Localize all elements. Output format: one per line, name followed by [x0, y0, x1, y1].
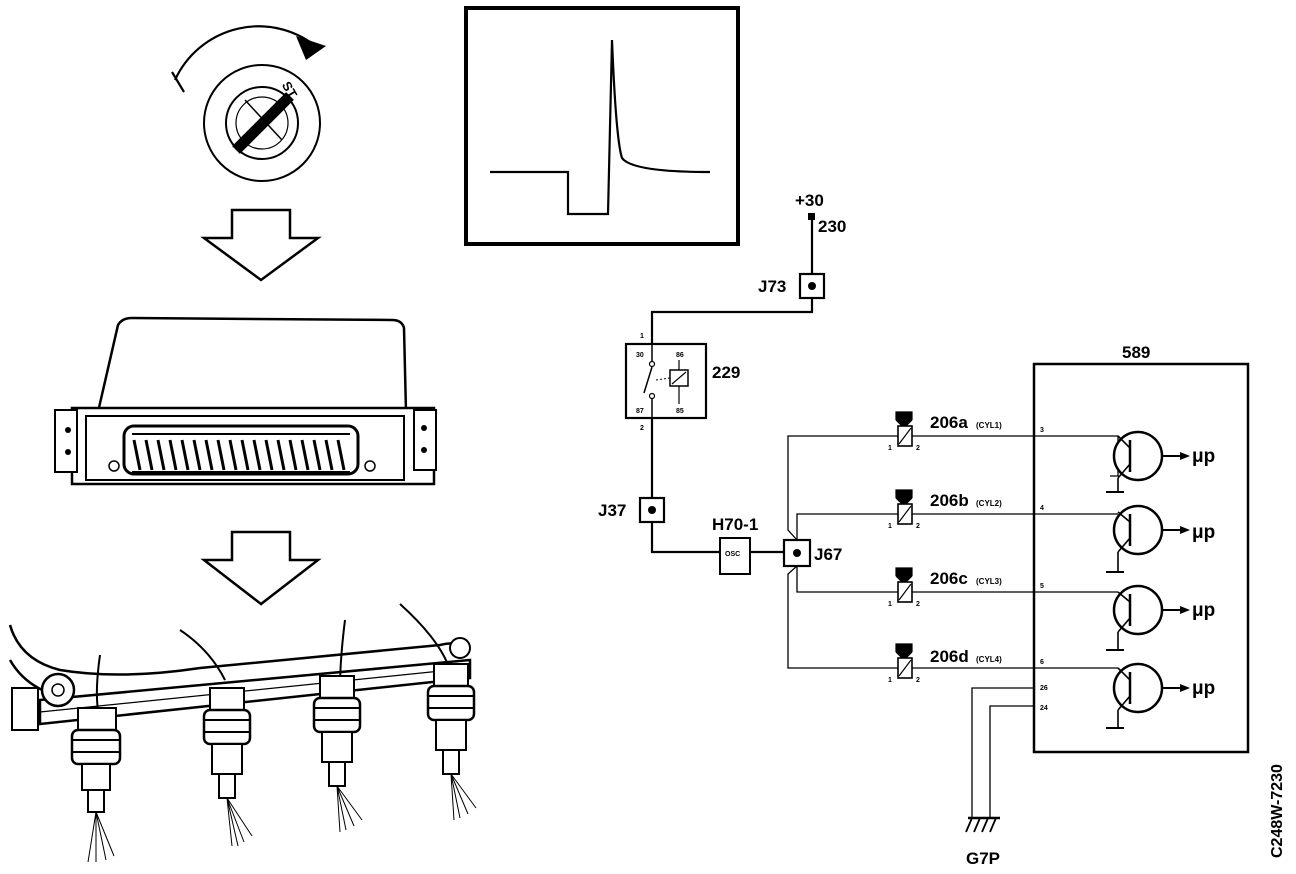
supply-label: +30 [795, 191, 824, 210]
injector-206d-cyl: (CYL4) [976, 655, 1002, 664]
ecu-pin-26: 26 [1040, 685, 1048, 692]
injector-206a-label: 206a [930, 413, 968, 432]
connector-label: H70-1 [712, 515, 758, 534]
injector-206c: 1 2 206c (CYL3) [888, 567, 1002, 608]
ground-label: G7P [966, 849, 1000, 868]
junction-j67: J67 [782, 538, 842, 568]
injector-206b: 1 2 206b (CYL2) [888, 489, 1002, 530]
driver-transistor-2: μp [1034, 504, 1215, 573]
injector-206c-pin-1: 1 [888, 601, 892, 608]
junction-j37: J37 [598, 496, 666, 524]
injector-206a: 1 2 206a (CYL1) [888, 411, 1002, 452]
ecu-pin-3: 3 [1040, 427, 1044, 434]
mu-p-label-2: μp [1192, 522, 1215, 543]
connector-inner-label: OSC [725, 551, 740, 558]
injector-206a-pin-1: 1 [888, 445, 892, 452]
mu-p-label-4: μp [1192, 678, 1215, 699]
driver-transistor-1: μp [1034, 430, 1215, 493]
fuel-injector-3 [312, 675, 363, 833]
mu-p-label-1: μp [1192, 446, 1215, 467]
wiring-schematic: +30 230 J73 1 30 86 87 85 [598, 191, 1286, 868]
driver-transistor-3: μp [1034, 584, 1215, 651]
relay-pin-86: 86 [676, 352, 684, 359]
injector-206d-pin-2: 2 [916, 677, 920, 684]
junction-j73: J73 [758, 272, 826, 300]
down-arrow-icon [200, 208, 322, 282]
driver-transistor-4: μp [1034, 662, 1215, 729]
ecu-589: 589 3 4 5 6 26 24 μp [1032, 343, 1250, 754]
junction-j67-label: J67 [814, 545, 842, 564]
relay-label: 229 [712, 363, 740, 382]
mu-p-label-3: μp [1192, 600, 1215, 621]
injector-206b-label: 206b [930, 491, 969, 510]
injector-206c-pin-2: 2 [916, 601, 920, 608]
injector-206a-cyl: (CYL1) [976, 421, 1002, 430]
ecu-pin-4: 4 [1040, 505, 1044, 512]
relay-pin-2: 2 [640, 425, 644, 432]
connector-h70-1: OSC H70-1 [712, 515, 758, 575]
relay-pin-87: 87 [636, 408, 644, 415]
fuel-injector-2 [202, 687, 253, 847]
injector-206d-pin-1: 1 [888, 677, 892, 684]
switch-start-label: ST [279, 79, 300, 101]
injector-206b-cyl: (CYL2) [976, 499, 1002, 508]
junction-j37-label: J37 [598, 501, 626, 520]
ignition-switch-illustration: ST [171, 25, 326, 182]
ground-g7p: G7P [965, 816, 1000, 868]
fuel-rail-illustration [8, 603, 477, 863]
supply-wire-label: 230 [818, 217, 846, 236]
ecu-pin-24: 24 [1040, 705, 1048, 712]
relay-pin-30: 30 [636, 352, 644, 359]
injector-206c-label: 206c [930, 569, 968, 588]
ecu-pin-5: 5 [1040, 583, 1044, 590]
injector-206c-cyl: (CYL3) [976, 577, 1002, 586]
injector-206b-pin-2: 2 [916, 523, 920, 530]
fuel-injector-4 [426, 663, 477, 821]
down-arrow-icon [200, 530, 322, 606]
relay-229: 30 86 87 85 229 [624, 342, 740, 420]
oscilloscope-waveform-panel [464, 6, 740, 246]
fuel-injector-1 [70, 707, 122, 863]
junction-j73-label: J73 [758, 277, 786, 296]
ecu-illustration [54, 316, 437, 486]
injector-206b-pin-1: 1 [888, 523, 892, 530]
injector-206d-label: 206d [930, 647, 969, 666]
ecu-label: 589 [1122, 343, 1150, 362]
relay-pin-85: 85 [676, 408, 684, 415]
document-code: C248W-7230 [1269, 764, 1286, 858]
ecu-pin-6: 6 [1040, 659, 1044, 666]
relay-pin-1: 1 [640, 333, 644, 340]
injector-206d: 1 2 206d (CYL4) [888, 643, 1002, 684]
injector-206a-pin-2: 2 [916, 445, 920, 452]
